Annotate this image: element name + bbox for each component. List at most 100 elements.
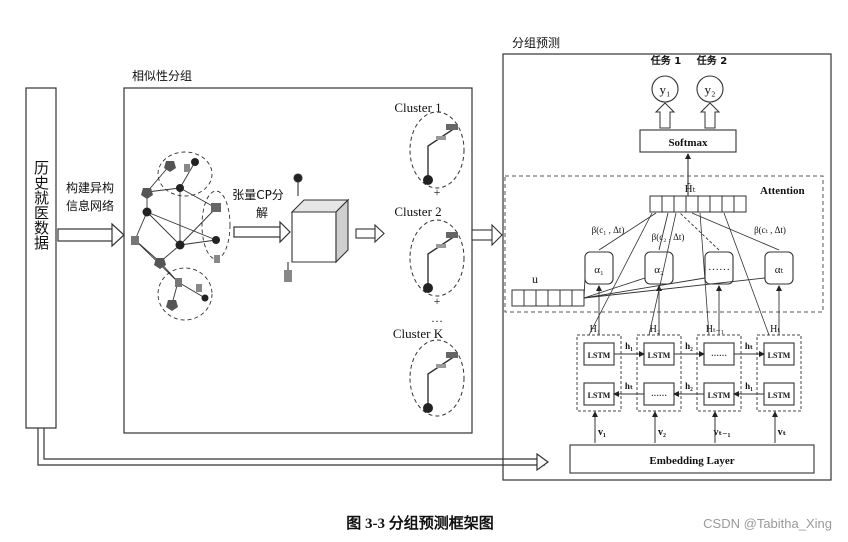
v-label-3: vₜ₋₁	[714, 427, 731, 438]
cluster-ellipse-3	[409, 339, 465, 417]
forward-h-label-3: hₜ	[745, 341, 753, 351]
beta-t-label: β(cₜ , Δt)	[754, 225, 786, 235]
h-tilde-cell	[697, 195, 711, 213]
h-tilde-vector	[649, 195, 747, 213]
prediction-section-title: 分组预测	[512, 36, 560, 50]
lstm-forward-label-4: LSTM	[768, 351, 791, 360]
history-to-embedding-arrowhead	[536, 452, 550, 472]
softmax-to-outputs-arrows	[654, 102, 721, 129]
v-label-2: v₂	[658, 427, 666, 438]
v-label-1: v₁	[598, 427, 606, 438]
lstm-backward-label-2: ······	[651, 391, 667, 400]
h-tilde-label: H̃ₜ	[685, 182, 696, 195]
h-tilde-cell	[649, 195, 663, 213]
forward-h-label-1: h₁	[625, 341, 633, 351]
h-label-1: H₁	[590, 324, 601, 335]
backward-h-label-3: h₁	[745, 381, 753, 391]
lstm-forward-label-2: LSTM	[648, 351, 671, 360]
u-to-alpha-line-4	[583, 277, 766, 299]
task-2-label: 任务 2	[696, 54, 727, 67]
prediction-panel	[502, 53, 832, 481]
alpha-label-3: ······	[708, 264, 730, 276]
output-y1-node	[651, 75, 679, 103]
alpha-label-4: αₜ	[775, 264, 784, 276]
alpha-node-1	[584, 251, 614, 285]
alpha-label-2: α₂	[654, 264, 664, 276]
alpha-layer: α₁ α₂ ······ αₜ	[584, 212, 794, 285]
cluster-label-2: Cluster 2	[394, 204, 441, 219]
alpha-to-h-tilde-arrow-4	[691, 212, 780, 251]
h-label-4: Hₜ	[770, 324, 780, 335]
lstm-backward-label-3: LSTM	[708, 391, 731, 400]
output-y1-label: y₁	[659, 82, 670, 97]
tensor-cube	[284, 173, 350, 282]
embedding-layer-label: Embedding Layer	[649, 455, 734, 467]
u-cell	[571, 289, 585, 307]
h-tilde-cell	[673, 195, 687, 213]
task-1-label: 任务 1	[650, 54, 681, 67]
backward-h-label-1: hₜ	[625, 381, 633, 391]
build-network-arrow	[57, 222, 125, 248]
beta-1-label: β(c₁ , Δt)	[592, 225, 625, 235]
similarity-panel	[123, 87, 473, 434]
alpha-to-h-tilde-arrow-1	[598, 212, 657, 251]
attention-label: Attention	[760, 185, 805, 197]
u-to-alpha-line-2	[583, 277, 646, 299]
watermark: CSDN @Tabitha_Xing	[703, 516, 832, 531]
backward-h-label-2: h₂	[685, 381, 693, 391]
history-to-embedding-line	[37, 428, 545, 466]
h-tilde-cell	[721, 195, 735, 213]
alpha-to-h-tilde-arrow-2	[658, 212, 669, 251]
cluster-ellipse-2	[409, 219, 465, 297]
similarity-section-title: 相似性分组	[132, 69, 192, 83]
h-label-3: Hₜ₋₁	[706, 324, 724, 335]
cluster-label-1: Cluster 1	[394, 100, 441, 115]
tensor-cp-label-1: 张量CP分	[232, 188, 284, 202]
lstm-backward-label-4: LSTM	[768, 391, 791, 400]
forward-h-label-2: h₂	[685, 341, 693, 351]
h-tilde-cell	[709, 195, 723, 213]
build-network-label-1: 构建异构	[66, 180, 114, 195]
lstm-backward-label-1: LSTM	[588, 391, 611, 400]
lstm-to-h-tilde-line-4	[723, 212, 770, 336]
clusters-to-prediction-arrow	[471, 223, 503, 247]
cluster-ellipsis: …	[431, 311, 443, 325]
output-y2-node	[696, 75, 724, 103]
alpha-to-h-tilde-arrow-3	[679, 212, 720, 251]
u-vector	[511, 277, 766, 307]
output-y2-label: y₂	[704, 82, 715, 97]
softmax-box	[639, 129, 737, 153]
softmax-label: Softmax	[668, 137, 708, 149]
embedding-layer-box	[569, 444, 815, 474]
u-label: u	[532, 272, 538, 286]
u-cell	[559, 289, 573, 307]
lstm-layer: H₁ LSTM LSTM v₁ H₂ LSTM ······ v₂ Hₜ₋₁ ······ LSTM…	[576, 212, 802, 443]
cluster-ellipse-1	[409, 111, 465, 189]
h-tilde-cell	[685, 195, 699, 213]
cluster-separator-1: +	[434, 185, 441, 199]
alpha-label-1: α₁	[594, 264, 604, 276]
lstm-forward-label-1: LSTM	[588, 351, 611, 360]
alpha-node-4	[764, 251, 794, 285]
beta-2-label: β(c₂ , Δt)	[652, 232, 685, 242]
history-data-box	[25, 87, 57, 429]
u-cell	[511, 289, 525, 307]
history-data-label: 历史就医数据	[32, 160, 50, 251]
cube-to-clusters-arrow	[355, 223, 385, 244]
lstm-to-h-tilde-line-1	[588, 212, 653, 336]
lstm-to-h-tilde-line-3	[699, 212, 710, 336]
v-label-4: vₜ	[778, 427, 787, 438]
h-tilde-cell	[661, 195, 675, 213]
build-network-label-2: 信息网络	[66, 198, 114, 213]
figure-caption: 图 3-3 分组预测框架图	[346, 514, 494, 532]
u-cell	[547, 289, 561, 307]
h-label-2: H₂	[650, 324, 661, 335]
u-cell	[523, 289, 537, 307]
alpha-node-3	[704, 251, 734, 285]
tensor-cp-label-2: 解	[256, 206, 268, 220]
u-cell	[535, 289, 549, 307]
cluster-separator-2: +	[434, 294, 441, 308]
lstm-to-h-tilde-line-2	[648, 212, 677, 336]
